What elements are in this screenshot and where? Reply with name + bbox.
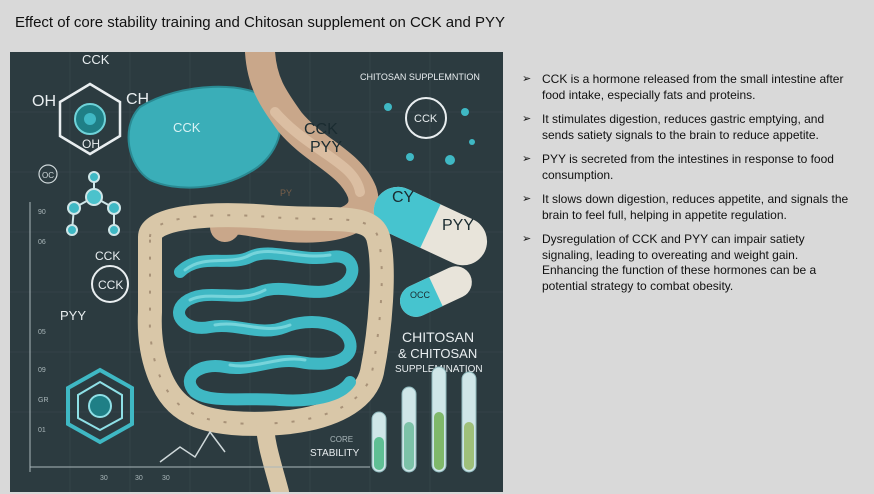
arrow-bullet-icon: ➢ (522, 73, 532, 85)
illustration-svg: CCK OH CH OH OC CCK CCK PYY PY (10, 52, 503, 492)
bullet-item: ➢ Dysregulation of CCK and PYY can impair… (522, 232, 852, 294)
occ-capsule-label: OCC (410, 290, 431, 300)
bullet-text: It stimulates digestion, reduces gastric… (542, 112, 825, 142)
bullet-list: ➢ CCK is a hormone released from the smal… (522, 72, 852, 303)
cck-circle-left-label: CCK (98, 278, 123, 292)
chitosan-big-line1: CHITOSAN (402, 329, 474, 345)
pyy-left-label: PYY (60, 308, 86, 323)
molecule-hexagon-top (58, 82, 122, 156)
slide-title: Effect of core stability training and Ch… (15, 14, 505, 31)
capsule-occ (399, 266, 472, 317)
cck-circle-left (91, 265, 129, 303)
arrow-bullet-icon: ➢ (522, 153, 532, 165)
core-label: CORE (330, 435, 353, 444)
tick-label: 06 (38, 239, 46, 246)
bullet-item: ➢ CCK is a hormone released from the smal… (522, 72, 852, 103)
tick-label: 90 (38, 209, 46, 216)
bullet-text: Dysregulation of CCK and PYY can impair … (542, 232, 817, 293)
cck-circle-right (405, 97, 447, 139)
tick-label: 09 (38, 367, 46, 374)
atom-cluster (66, 171, 121, 236)
arrow-bullet-icon: ➢ (522, 113, 532, 125)
bullet-item: ➢ It slows down digestion, reduces appeti… (522, 192, 852, 223)
oc-label: OC (42, 171, 54, 180)
oc-circle (38, 164, 58, 184)
test-tubes (371, 366, 477, 473)
axis-label-30: 30 (135, 475, 143, 482)
oh-left-label: OH (32, 93, 56, 110)
cy-capsule-label: CY (392, 189, 415, 206)
cck-circle-right-label: CCK (414, 113, 438, 125)
oh-bottom-label: OH (82, 137, 100, 151)
liver-shape (127, 85, 282, 189)
tick-label: GR (38, 397, 49, 404)
chitosan-header-label: CHITOSAN SUPPLEMNTION (360, 72, 480, 82)
axis-label-30: 30 (100, 475, 108, 482)
pyy-capsule-label: PYY (442, 217, 474, 234)
tick-label: 01 (38, 427, 46, 434)
small-intestine (173, 247, 359, 407)
pyy-stomach-label: PYY (310, 139, 342, 156)
arrow-bullet-icon: ➢ (522, 193, 532, 205)
molecule-dots-right (384, 103, 475, 165)
cck-stomach-label: CCK (304, 121, 338, 138)
small-intestine-highlight (183, 250, 332, 368)
cck-liver-label: CCK (173, 120, 201, 135)
hexagon-emblem (66, 367, 134, 445)
bullet-text: PYY is secreted from the intestines in r… (542, 152, 834, 182)
ch-right-label: CH (126, 91, 149, 108)
cck-top-label: CCK (82, 52, 110, 67)
bottom-chart-line (159, 430, 226, 463)
bullet-item: ➢ It stimulates digestion, reduces gastri… (522, 112, 852, 143)
arrow-bullet-icon: ➢ (522, 233, 532, 245)
tick-label: 05 (38, 329, 46, 336)
chitosan-big-line2: & CHITOSAN (398, 346, 477, 361)
capsule-cy-pyy (373, 186, 488, 266)
axis-label-30: 30 (162, 475, 170, 482)
bullet-text: It slows down digestion, reduces appetit… (542, 192, 849, 222)
stability-label: STABILITY (310, 448, 360, 459)
bullet-item: ➢ PYY is secreted from the intestines in … (522, 152, 852, 183)
bullet-text: CCK is a hormone released from the small… (542, 72, 844, 102)
cck-left-label: CCK (95, 249, 120, 263)
py-stomach-small-label: PY (280, 188, 292, 198)
large-intestine (137, 203, 394, 492)
digestive-illustration: CCK OH CH OH OC CCK CCK PYY PY (10, 52, 503, 492)
